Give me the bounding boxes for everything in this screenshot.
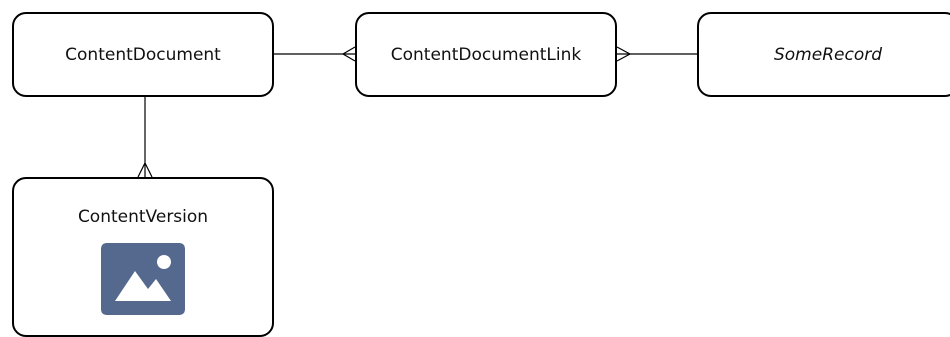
crows-foot-marker <box>137 161 153 178</box>
image-icon <box>101 243 185 315</box>
entity-label: SomeRecord <box>773 44 882 65</box>
crows-foot-marker <box>341 46 356 62</box>
entity-content-document-link[interactable]: ContentDocumentLink <box>355 12 617 97</box>
relationship-document-to-version <box>137 97 153 178</box>
entity-label: ContentDocumentLink <box>390 44 582 65</box>
erd-canvas: ContentDocument ContentDocumentLink Some… <box>12 12 950 337</box>
relationship-connectors <box>137 46 697 178</box>
entity-label: ContentDocument <box>65 44 221 65</box>
entity-content-version[interactable]: ContentVersion <box>12 177 274 337</box>
crows-foot-marker <box>616 46 632 62</box>
relationship-record-to-link <box>616 46 697 62</box>
entity-some-record[interactable]: SomeRecord <box>697 12 950 97</box>
relationship-document-to-link <box>274 46 356 62</box>
entity-content-document[interactable]: ContentDocument <box>12 12 274 97</box>
entity-label: ContentVersion <box>77 207 209 227</box>
